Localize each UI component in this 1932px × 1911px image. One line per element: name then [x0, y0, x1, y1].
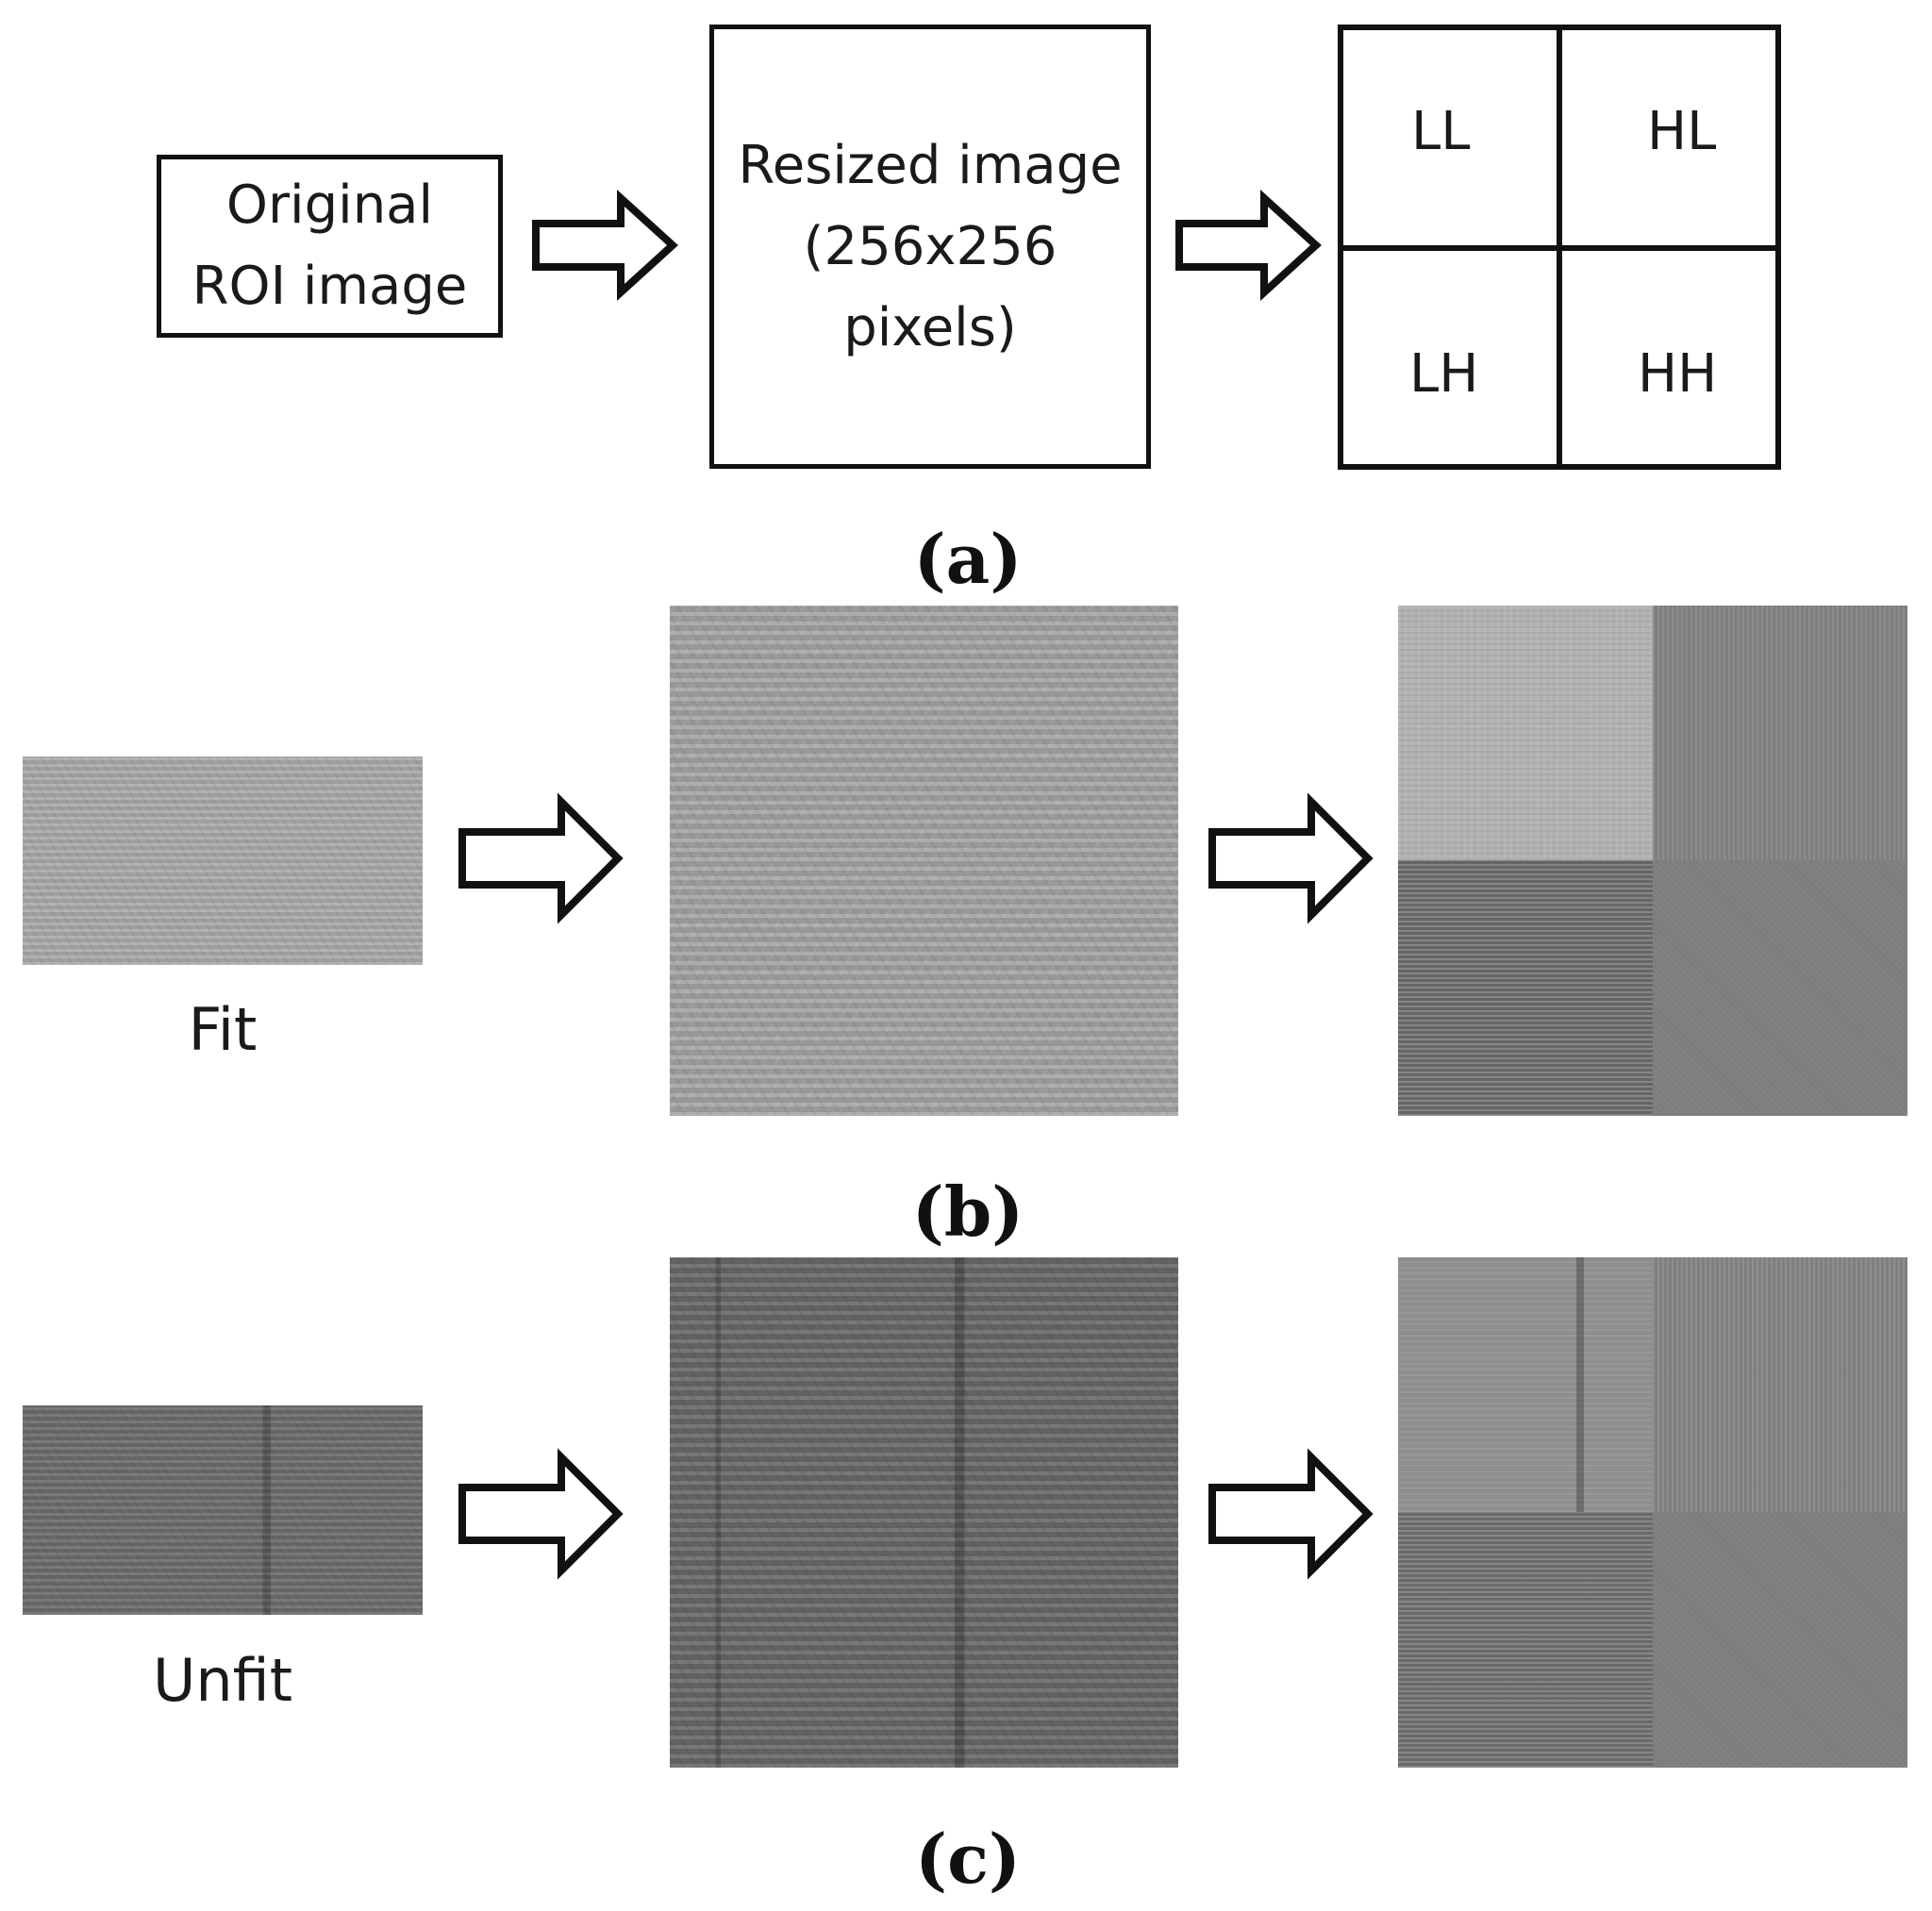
resized-image-box: Resized image (256x256 pixels) — [709, 25, 1151, 469]
right-arrow-icon — [1175, 189, 1322, 302]
right-arrow-icon — [1208, 1448, 1374, 1580]
panel-b-label: (b) — [911, 1172, 1024, 1252]
original-roi-box: Original ROI image — [157, 155, 503, 338]
subband-hl-label: HL — [1647, 101, 1717, 162]
fit-ll-band — [1398, 606, 1653, 860]
panel-a-label: (a) — [913, 519, 1023, 599]
unfit-hl-band — [1653, 1257, 1907, 1512]
resized-image-label: Resized image (256x256 pixels) — [738, 134, 1123, 358]
right-arrow-icon — [1208, 792, 1374, 924]
subband-hh-label: HH — [1638, 343, 1718, 405]
wavelet-subband-grid: LL HL LH HH — [1338, 25, 1781, 470]
unfit-ll-band — [1398, 1257, 1653, 1512]
grid-divider-horizontal — [1343, 245, 1775, 251]
right-arrow-icon — [458, 1448, 624, 1580]
fit-wavelet-decomposition — [1398, 606, 1907, 1116]
unfit-wavelet-decomposition — [1398, 1257, 1907, 1768]
unfit-lh-band — [1398, 1512, 1653, 1768]
unfit-hh-band — [1653, 1512, 1907, 1768]
subband-lh-label: LH — [1409, 343, 1479, 405]
unfit-resized-image — [670, 1257, 1178, 1768]
fit-original-image — [23, 756, 423, 965]
unfit-original-image — [23, 1405, 423, 1615]
fit-hl-band — [1653, 606, 1907, 860]
fit-resized-image — [670, 606, 1178, 1116]
fit-hh-band — [1653, 860, 1907, 1116]
right-arrow-icon — [458, 792, 624, 924]
fit-label: Fit — [188, 995, 258, 1064]
original-roi-label: Original ROI image — [192, 174, 468, 317]
fit-lh-band — [1398, 860, 1653, 1116]
unfit-label: Unfit — [152, 1646, 293, 1715]
subband-ll-label: LL — [1411, 101, 1471, 162]
panel-c-label: (c) — [915, 1819, 1021, 1899]
right-arrow-icon — [532, 189, 678, 302]
